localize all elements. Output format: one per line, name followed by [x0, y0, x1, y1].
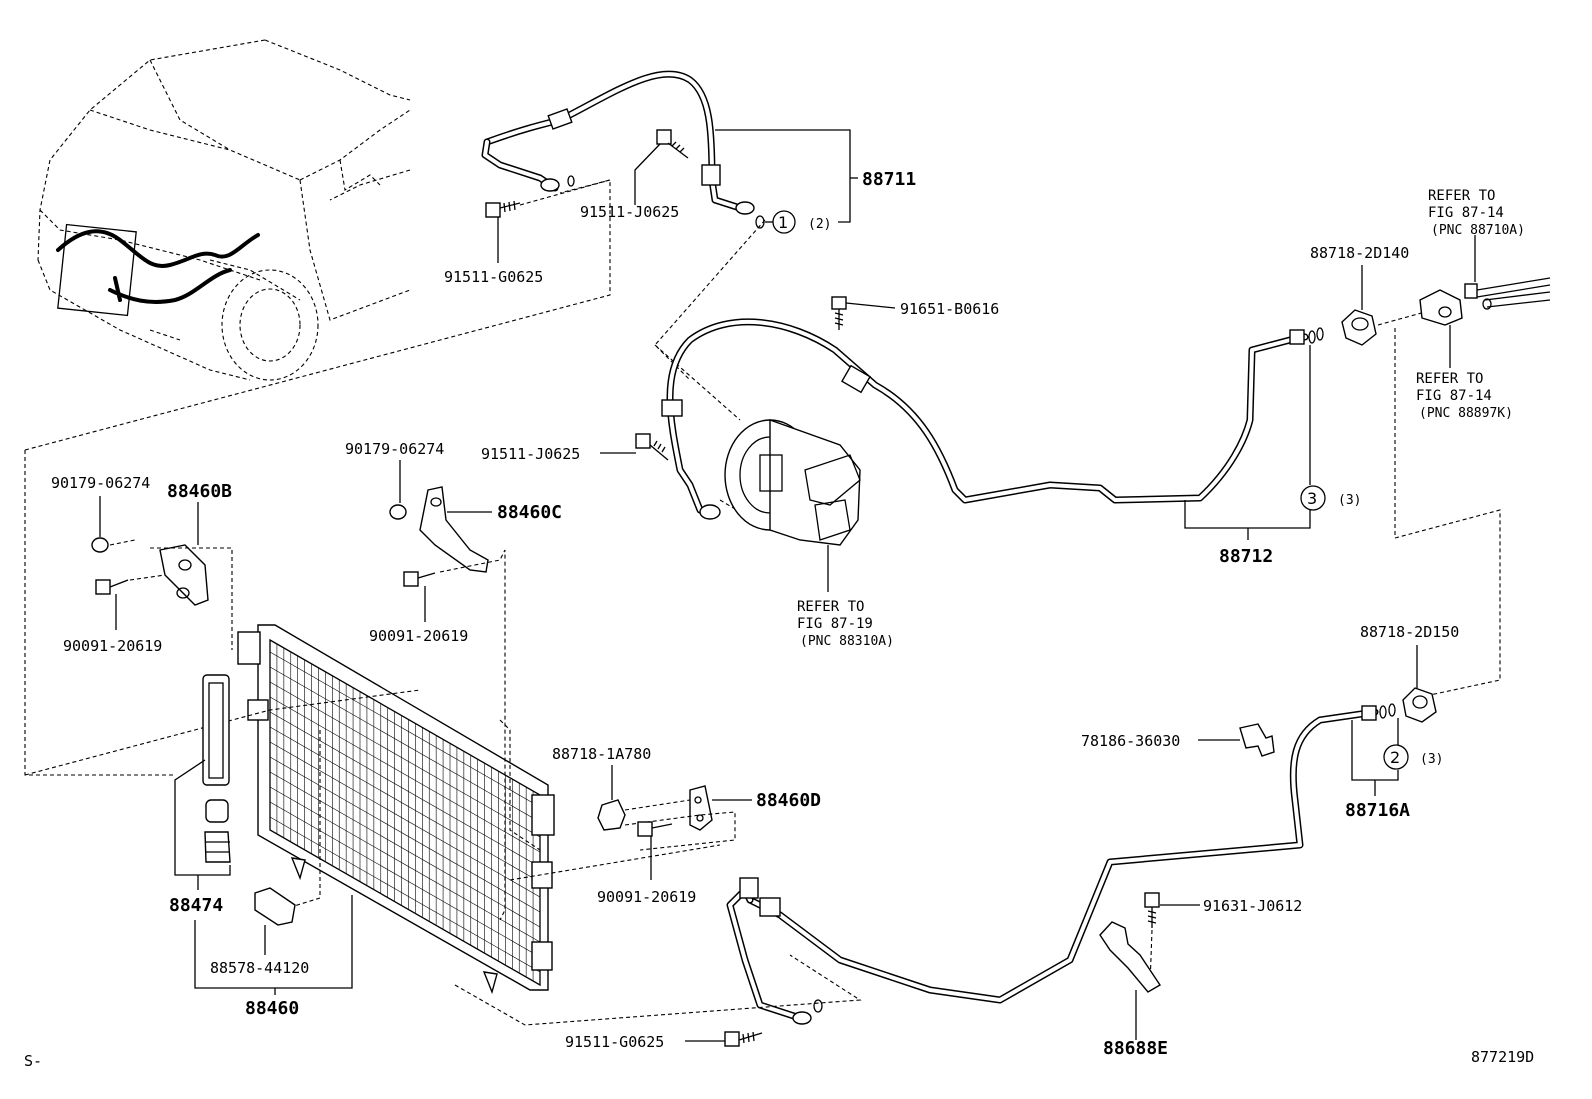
bolt-91511-j0625-mid — [635, 433, 669, 461]
part-label-90091-20619-a: 90091-20619 — [63, 637, 162, 655]
refer-to-label-2: REFER TO — [1416, 371, 1483, 387]
refer-fig-label-3: FIG 87-19 — [797, 616, 873, 632]
part-label-91511-j0625-a: 91511-J0625 — [580, 203, 679, 221]
part-label-88712: 88712 — [1219, 546, 1273, 567]
nut-90179-06274-left — [91, 537, 109, 553]
condenser-tube — [269, 681, 541, 838]
condenser-88460 — [237, 624, 555, 995]
condenser-tube — [269, 696, 541, 853]
part-label-90179-06274-b: 90179-06274 — [345, 440, 444, 458]
part-label-88718-2d140: 88718-2D140 — [1310, 244, 1409, 262]
part-label-91511-g0625-a: 91511-G0625 — [444, 268, 543, 286]
bracket-88460b — [159, 544, 209, 606]
part-label-88460: 88460 — [245, 998, 299, 1019]
pipe-connection-88710a — [1419, 277, 1551, 326]
bolt-90091-20619-left — [95, 579, 129, 595]
part-label-78186-36030: 78186-36030 — [1081, 732, 1180, 750]
part-label-88578-44120: 88578-44120 — [210, 959, 309, 977]
qty-label: (3) — [1338, 493, 1361, 508]
nut-88718-2d150 — [1402, 687, 1437, 723]
callout-2: 2 — [1390, 748, 1400, 767]
refer-pnc-label-3: (PNC 88310A) — [800, 634, 894, 649]
liquid-line-88716a — [726, 703, 1396, 1025]
refer-pnc-label-2: (PNC 88897K) — [1419, 406, 1513, 421]
footer-left-mark: S- — [24, 1052, 42, 1070]
part-label-88688e: 88688E — [1103, 1038, 1168, 1059]
bracket-88460d — [689, 785, 713, 831]
condenser-tube — [269, 651, 541, 808]
condenser-tube — [269, 786, 541, 943]
nut-88718-2d140 — [1341, 309, 1377, 346]
bolt-91651-b0616 — [831, 296, 847, 330]
refer-to-label-1: REFER TO — [1428, 188, 1495, 204]
clamp-78186-36030 — [1239, 723, 1275, 757]
part-label-91511-j0625-b: 91511-J0625 — [481, 445, 580, 463]
part-label-88711: 88711 — [862, 169, 916, 190]
part-label-88460d: 88460D — [756, 790, 821, 811]
refer-fig-label-1: FIG 87-14 — [1428, 205, 1504, 221]
nut-90179-06274-center — [389, 504, 407, 520]
bolt-91631-j0612 — [1144, 892, 1160, 928]
condenser-tube — [269, 741, 541, 898]
condenser-tube — [269, 726, 541, 883]
refer-to-label-3: REFER TO — [797, 599, 864, 615]
callout-1: 1 — [778, 213, 788, 232]
part-label-90091-20619-c: 90091-20619 — [597, 888, 696, 906]
part-label-91631-j0612: 91631-J0612 — [1203, 897, 1302, 915]
part-label-90179-06274-a: 90179-06274 — [51, 474, 150, 492]
bracket-88460c — [419, 486, 489, 573]
suction-hose-88712 — [661, 318, 1324, 520]
condenser-tube — [269, 666, 541, 823]
part-label-88718-2d150: 88718-2D150 — [1360, 623, 1459, 641]
bracket-88688e — [1099, 921, 1161, 993]
bolt-91511-j0625-top — [656, 129, 689, 159]
condenser-tube — [269, 711, 541, 868]
part-label-88474: 88474 — [169, 895, 223, 916]
condenser-tube — [269, 771, 541, 928]
bolt-90091-20619-right — [637, 821, 673, 837]
part-label-88716a: 88716A — [1345, 800, 1410, 821]
bolt-91511-g0625-bottom — [724, 1031, 763, 1047]
qty-label: (2) — [808, 217, 831, 232]
part-label-88460b: 88460B — [167, 481, 232, 502]
receiver-tank-88474 — [202, 674, 231, 863]
part-label-90091-20619-b: 90091-20619 — [369, 627, 468, 645]
condenser-tube — [269, 756, 541, 913]
cushion-88578-44120 — [254, 887, 296, 926]
condenser-tube — [269, 816, 541, 973]
part-label-91511-g0625-b: 91511-G0625 — [565, 1033, 664, 1051]
part-label-88460c: 88460C — [497, 502, 562, 523]
condenser-tube — [269, 801, 541, 958]
diagram-id: 877219D — [1471, 1048, 1534, 1066]
refer-pnc-label-1: (PNC 88710A) — [1431, 223, 1525, 238]
bracket-88718-1a780 — [597, 799, 626, 831]
callout-3: 3 — [1307, 489, 1317, 508]
bolt-90091-20619-center — [403, 571, 436, 587]
part-label-88718-1a780: 88718-1A780 — [552, 745, 651, 763]
part-label-91651-b0616: 91651-B0616 — [900, 300, 999, 318]
discharge-hose-88711 — [481, 70, 765, 229]
bolt-91511-g0625-top — [485, 200, 521, 218]
vehicle-illustration — [37, 39, 411, 381]
qty-label: (3) — [1420, 752, 1443, 767]
compressor — [654, 344, 861, 546]
refer-fig-label-2: FIG 87-14 — [1416, 388, 1492, 404]
